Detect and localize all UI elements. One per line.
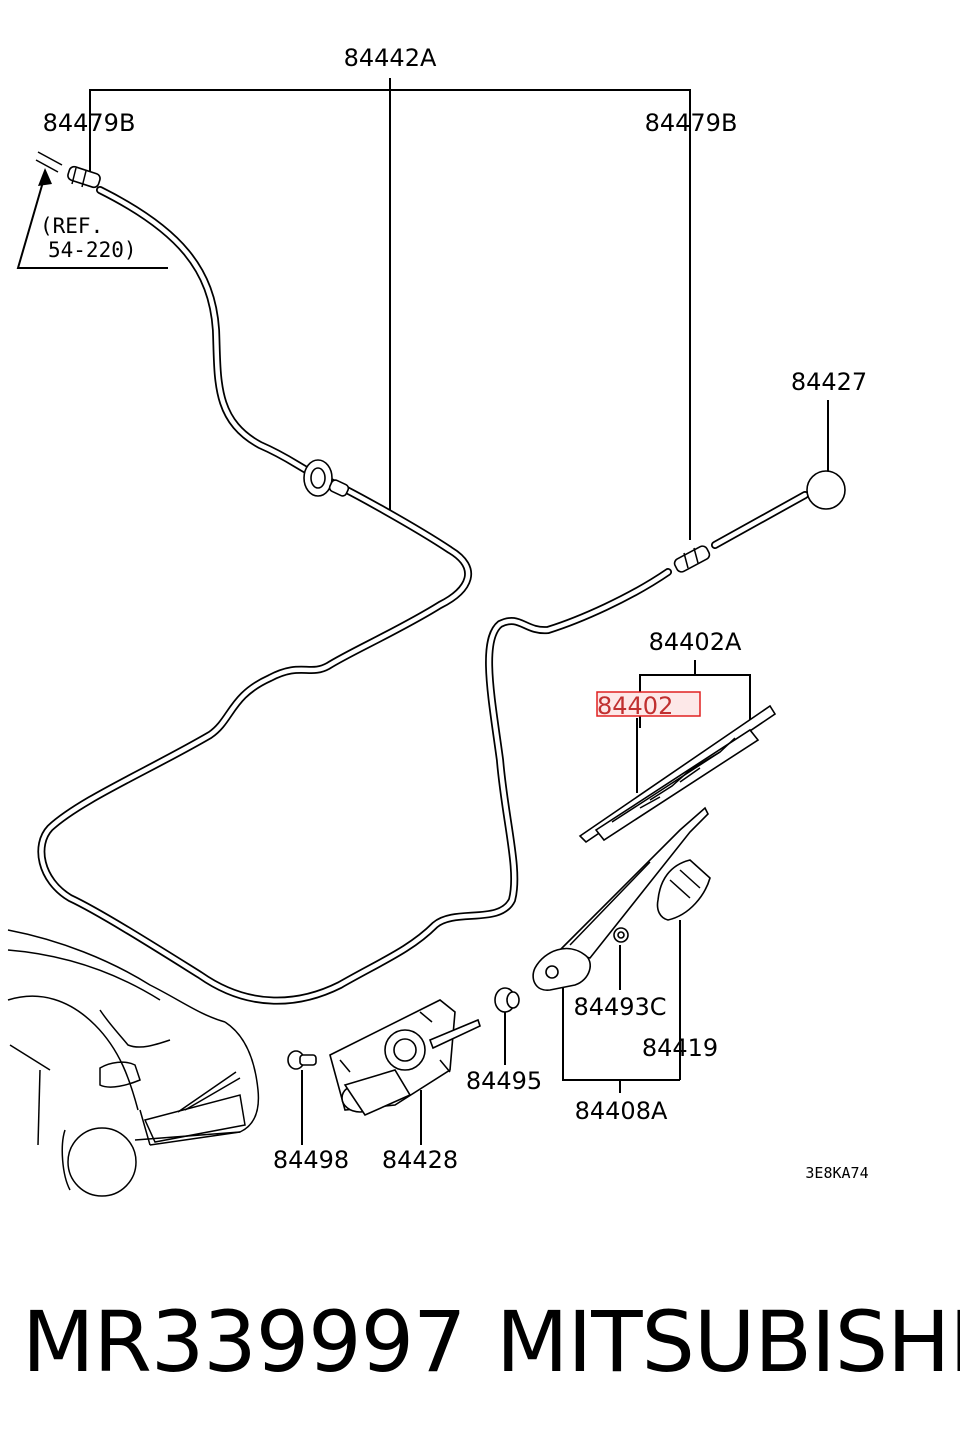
label-joint-right[interactable]: 84479B bbox=[645, 109, 738, 137]
label-joint-left[interactable]: 84479B bbox=[43, 109, 136, 137]
label-arm-assembly[interactable]: 84408A bbox=[575, 1097, 668, 1125]
label-hose-assembly[interactable]: 84442A bbox=[344, 44, 437, 72]
label-nut[interactable]: 84493C bbox=[573, 993, 666, 1021]
label-ref-line1: (REF. bbox=[40, 214, 103, 238]
grommet-84498 bbox=[287, 1050, 317, 1070]
wiper-arm bbox=[532, 806, 709, 991]
label-motor[interactable]: 84428 bbox=[382, 1146, 458, 1174]
vehicle-outline bbox=[7, 929, 260, 1197]
highlight-box bbox=[596, 691, 701, 717]
label-cap[interactable]: 84419 bbox=[642, 1034, 718, 1062]
label-grommet-small[interactable]: 84498 bbox=[273, 1146, 349, 1174]
wiper-motor bbox=[329, 999, 481, 1117]
label-blade-assembly[interactable]: 84402A bbox=[649, 628, 742, 656]
part-number: MR339997 bbox=[22, 1293, 466, 1391]
grommet-small bbox=[494, 987, 520, 1013]
wiper-blade bbox=[578, 704, 777, 844]
label-nozzle[interactable]: 84427 bbox=[791, 368, 867, 396]
grommet bbox=[303, 459, 350, 497]
brand-name: MITSUBISHI bbox=[496, 1293, 960, 1391]
leader-lines bbox=[16, 78, 829, 1145]
joint-right bbox=[673, 545, 711, 573]
nozzle bbox=[806, 470, 846, 510]
joint-left bbox=[35, 151, 101, 189]
label-diagram-code: 3E8KA74 bbox=[805, 1164, 868, 1182]
label-grommet[interactable]: 84495 bbox=[466, 1067, 542, 1095]
label-blade-highlighted[interactable]: 84402 bbox=[597, 692, 673, 720]
nut bbox=[613, 927, 629, 943]
cap bbox=[656, 859, 711, 921]
label-ref-line2: 54-220) bbox=[48, 238, 137, 262]
